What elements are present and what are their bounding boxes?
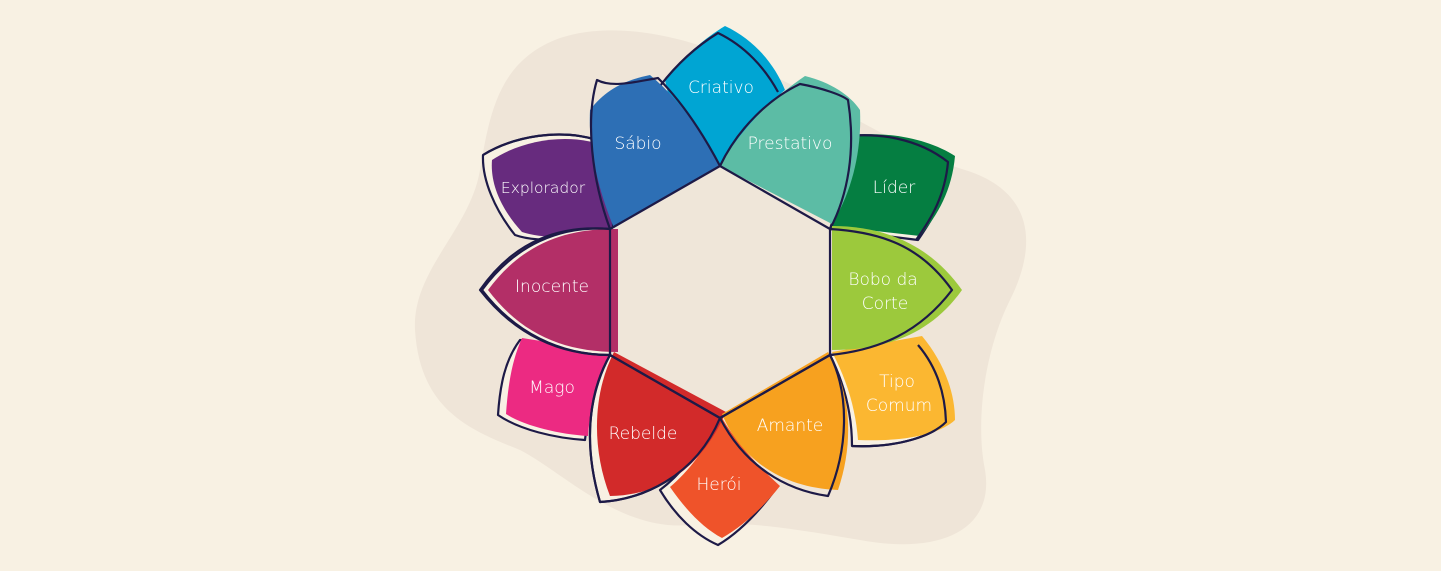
petal-tipo-comum[interactable]: Tipo Comum (828, 336, 955, 448)
label-inocente: Inocente (515, 277, 589, 297)
label-lider: Líder (873, 178, 915, 198)
petal-sabio[interactable]: Sábio (589, 75, 721, 230)
label-explorador: Explorador (501, 179, 586, 197)
label-tipo-line2: Comum (866, 396, 932, 416)
label-tipo-line1: Tipo (879, 372, 915, 392)
petal-explorador[interactable]: Explorador (481, 133, 614, 242)
petal-lider[interactable]: Líder (828, 134, 955, 242)
petal-bobo-da-corte[interactable]: Bobo da Corte (829, 226, 962, 357)
petal-rebelde[interactable]: Rebelde (588, 352, 726, 504)
petal-mago[interactable]: Mago (496, 338, 612, 442)
center-hexagon (610, 166, 830, 418)
petal-heroi[interactable]: Herói (658, 416, 780, 547)
label-bobo-line2: Corte (862, 294, 908, 314)
petal-prestativo[interactable]: Prestativo (719, 76, 861, 230)
label-mago: Mago (529, 378, 575, 398)
center-hexagon-outline (608, 164, 832, 420)
label-amante: Amante (757, 416, 824, 436)
label-bobo-line1: Bobo da (848, 270, 917, 290)
label-rebelde: Rebelde (609, 424, 678, 444)
label-heroi: Herói (697, 475, 742, 495)
label-criativo: Criativo (688, 78, 754, 98)
petal-inocente[interactable]: Inocente (478, 227, 618, 357)
petal-amante[interactable]: Amante (718, 352, 849, 498)
label-prestativo: Prestativo (748, 134, 833, 154)
label-sabio: Sábio (614, 134, 661, 154)
